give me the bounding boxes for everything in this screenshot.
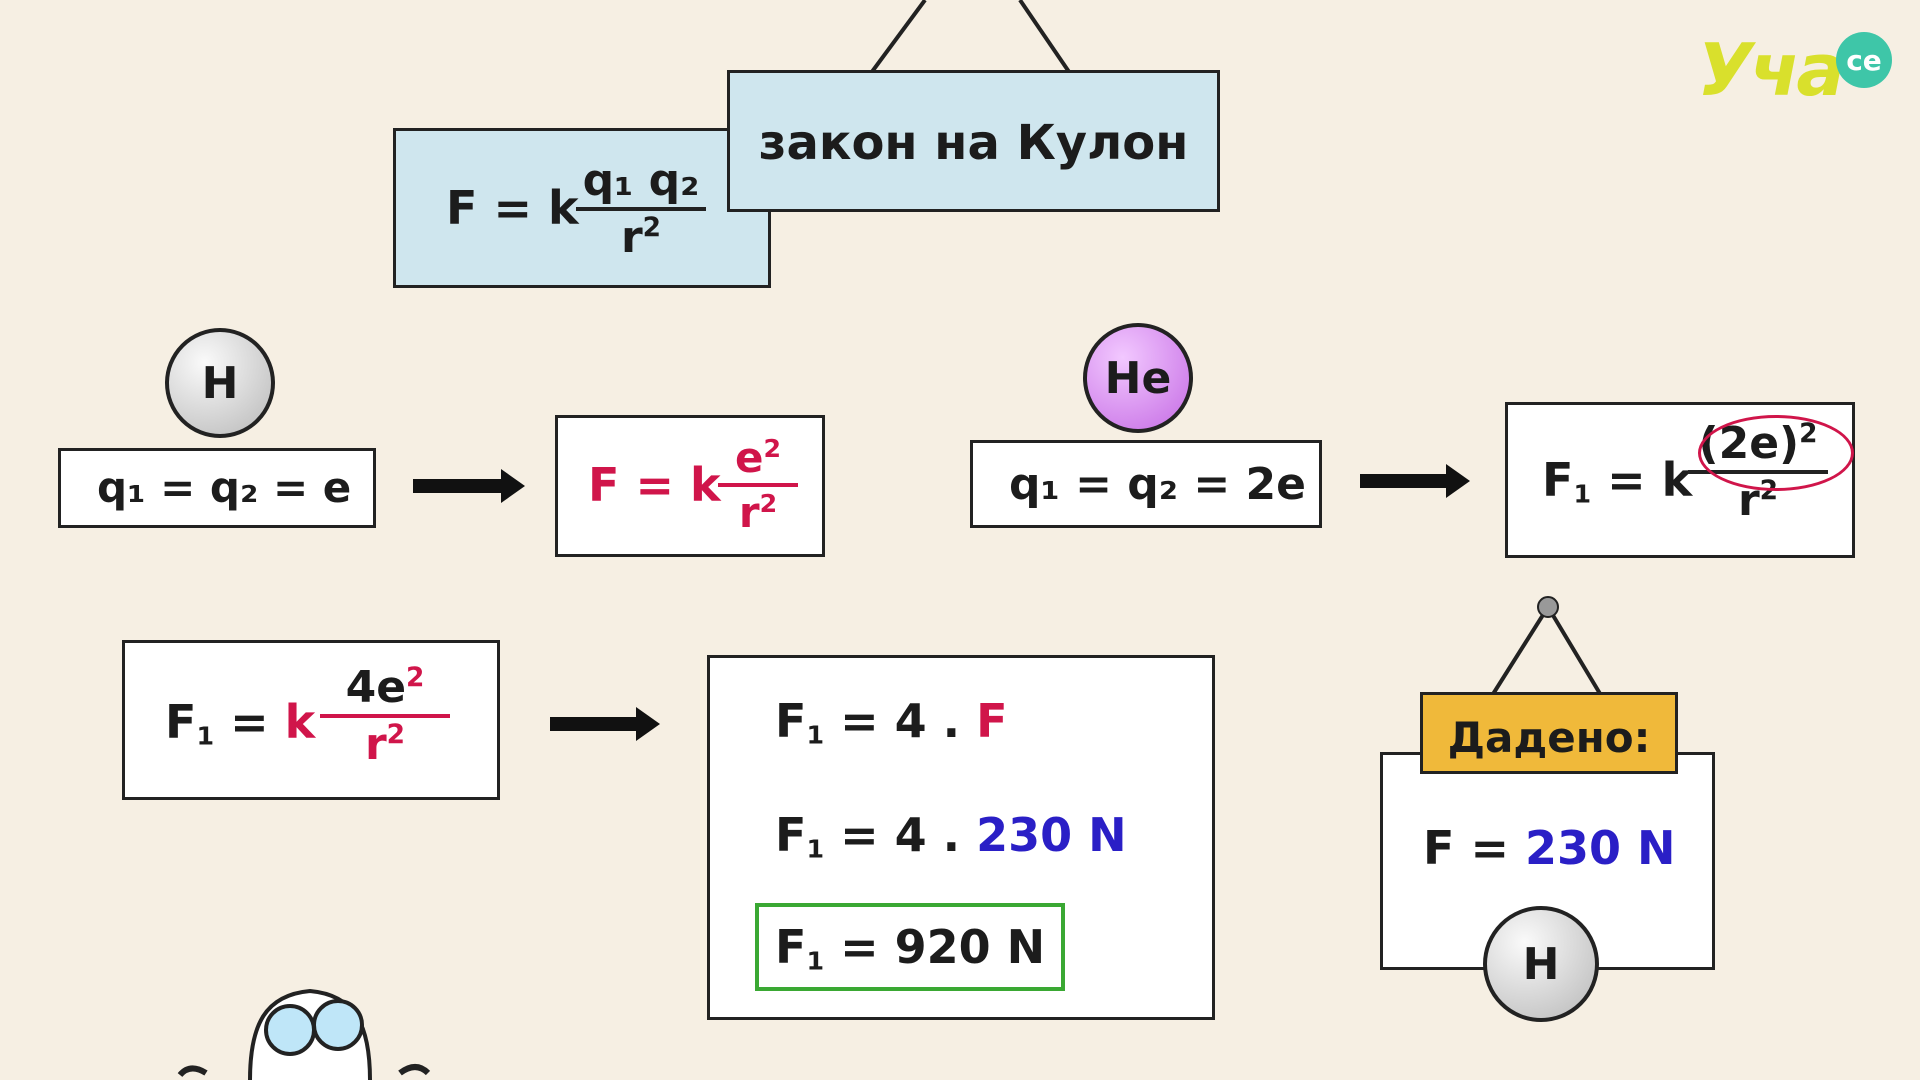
formula-lhs: F = k [446,181,579,235]
uchase-logo: Уча се [1697,28,1892,112]
arrow-right-icon [550,707,660,741]
formula-denominator: r [620,211,643,263]
given-hydrogen-symbol: H [1522,938,1560,990]
hydrogen-result-numerator: e [734,433,764,483]
helium-result-lhs: F1 = k [1542,453,1693,509]
arrow-right-icon [1360,464,1470,498]
given-label-card: Дадено: [1420,692,1678,774]
helium-charges: q₁ = q₂ = 2e [1009,459,1306,510]
given-equation: F = 230 N [1423,821,1676,875]
step-card: F1 = k 4e2 r2 [122,640,500,800]
hydrogen-charges: q₁ = q₂ = e [97,463,352,512]
red-circle-highlight [1698,415,1854,491]
helium-atom: He [1083,323,1193,433]
helium-charges-card: q₁ = q₂ = 2e [970,440,1322,528]
helium-symbol: He [1104,352,1172,404]
step-fraction: 4e2 r2 [320,661,450,770]
solution-line-3: F1 = 920 N [775,920,1046,976]
hydrogen-charges-card: q₁ = q₂ = e [58,448,376,528]
answer-box [755,903,1065,991]
hydrogen-result-card: F = k e2 r2 [555,415,825,557]
step-lhs: F1 = k [165,695,316,751]
coulomb-formula-card: F = k q₁ q₂ r2 [393,128,771,288]
solution-line-2: F1 = 4 . 230 N [775,808,1127,864]
given-hydrogen-atom: H [1483,906,1599,1022]
hydrogen-atom: H [165,328,275,438]
step-denominator: r [364,718,387,770]
arrow-right-icon [413,469,525,503]
helium-result-card: F1 = k (2e)2 r2 [1505,402,1855,558]
step-numerator: 4e [345,661,407,713]
formula-numerator: q₁ q₂ [582,155,700,206]
hydrogen-result-lhs: F = k [588,458,721,512]
logo-badge: се [1836,32,1892,88]
hydrogen-symbol: H [201,357,239,409]
scientist-character [177,988,431,1080]
title-label: закон на Кулон [758,115,1189,171]
solution-line-1: F1 = 4 . F [775,694,1008,750]
logo-text: Уча [1697,28,1845,112]
solution-card: F1 = 4 . F F1 = 4 . 230 N F1 = 920 N [707,655,1215,1020]
given-label: Дадено: [1447,713,1651,762]
formula-fraction: q₁ q₂ r2 [576,159,706,260]
hydrogen-result-fraction: e2 r2 [718,436,798,534]
hydrogen-result-denominator: r [738,488,760,538]
title-card: закон на Кулон [727,70,1220,212]
